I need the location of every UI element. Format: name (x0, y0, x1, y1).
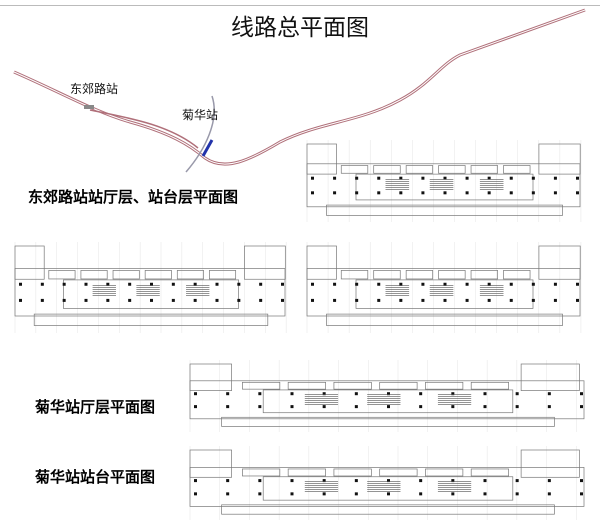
top-divider (0, 5, 600, 6)
route-line-inner (13, 9, 586, 165)
juhua-station-mark (201, 139, 214, 157)
page-title: 线路总平面图 (231, 15, 369, 41)
caption-juhua-platform: 菊华站站台平面图 (35, 468, 156, 486)
floor-plan-dongjiaolu-3 (306, 242, 582, 333)
station-label-juhua: 菊华站 (182, 108, 219, 122)
route-map (13, 8, 586, 173)
station-label-dongjiaolu: 东郊路站 (70, 82, 119, 96)
floor-plan-dongjiaolu-1 (306, 140, 582, 222)
floor-plan-dongjiaolu-2 (14, 242, 287, 333)
floor-plan-juhua-platform (189, 446, 585, 520)
crossing-line (185, 95, 215, 173)
branch-line (89, 109, 199, 149)
caption-dongjiaolu: 东郊路站站厅层、站台层平面图 (28, 188, 239, 206)
floor-plan-juhua-concourse (189, 360, 585, 432)
dongjiaolu-station-mark (84, 105, 94, 109)
caption-juhua-concourse: 菊华站厅层平面图 (35, 398, 156, 416)
